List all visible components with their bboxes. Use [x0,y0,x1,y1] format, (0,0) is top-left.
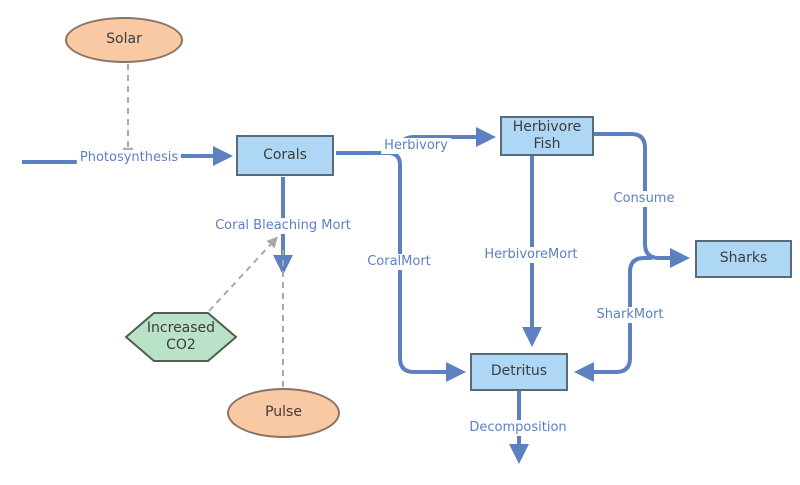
node-detritus[interactable]: Detritus [470,353,568,391]
photosynthesis-flow-label: Photosynthesis [76,150,182,166]
node-pulse[interactable]: Pulse [227,388,340,438]
node-herbivore-fish[interactable]: Herbivore Fish [500,116,594,156]
node-corals-label: Corals [263,146,307,163]
node-detritus-label: Detritus [490,363,548,380]
node-sharks[interactable]: Sharks [695,240,792,278]
node-solar[interactable]: Solar [65,17,183,63]
co2-influence-connector[interactable] [208,236,278,312]
sharkmort-flow-label: SharkMort [593,307,667,323]
node-herbivore-fish-label: Herbivore Fish [513,119,582,154]
node-increased-co2[interactable]: Increased CO2 [125,312,237,362]
hexagon-shape [125,312,237,362]
herbivore-fish-label-line1: Herbivore [512,118,582,135]
node-solar-label: Solar [106,31,142,48]
increased-co2-label-line1: Increased [146,319,216,336]
coralmort-flow-label: CoralMort [364,254,434,270]
node-increased-co2-label: Increased CO2 [147,320,215,355]
decomposition-flow-label: Decomposition [466,420,570,436]
node-corals[interactable]: Corals [236,135,334,176]
herbivoremort-flow-label: HerbivoreMort [481,247,581,263]
herbivore-fish-label-line2: Fish [533,136,561,152]
node-pulse-label: Pulse [265,404,302,421]
coral-bleaching-mort-flow-label: Coral Bleaching Mort [212,218,354,234]
node-sharks-label: Sharks [719,250,768,267]
herbivory-flow-label: Herbivory [381,138,451,154]
consume-flow-label: Consume [610,191,678,207]
increased-co2-label-line2: CO2 [166,337,196,353]
